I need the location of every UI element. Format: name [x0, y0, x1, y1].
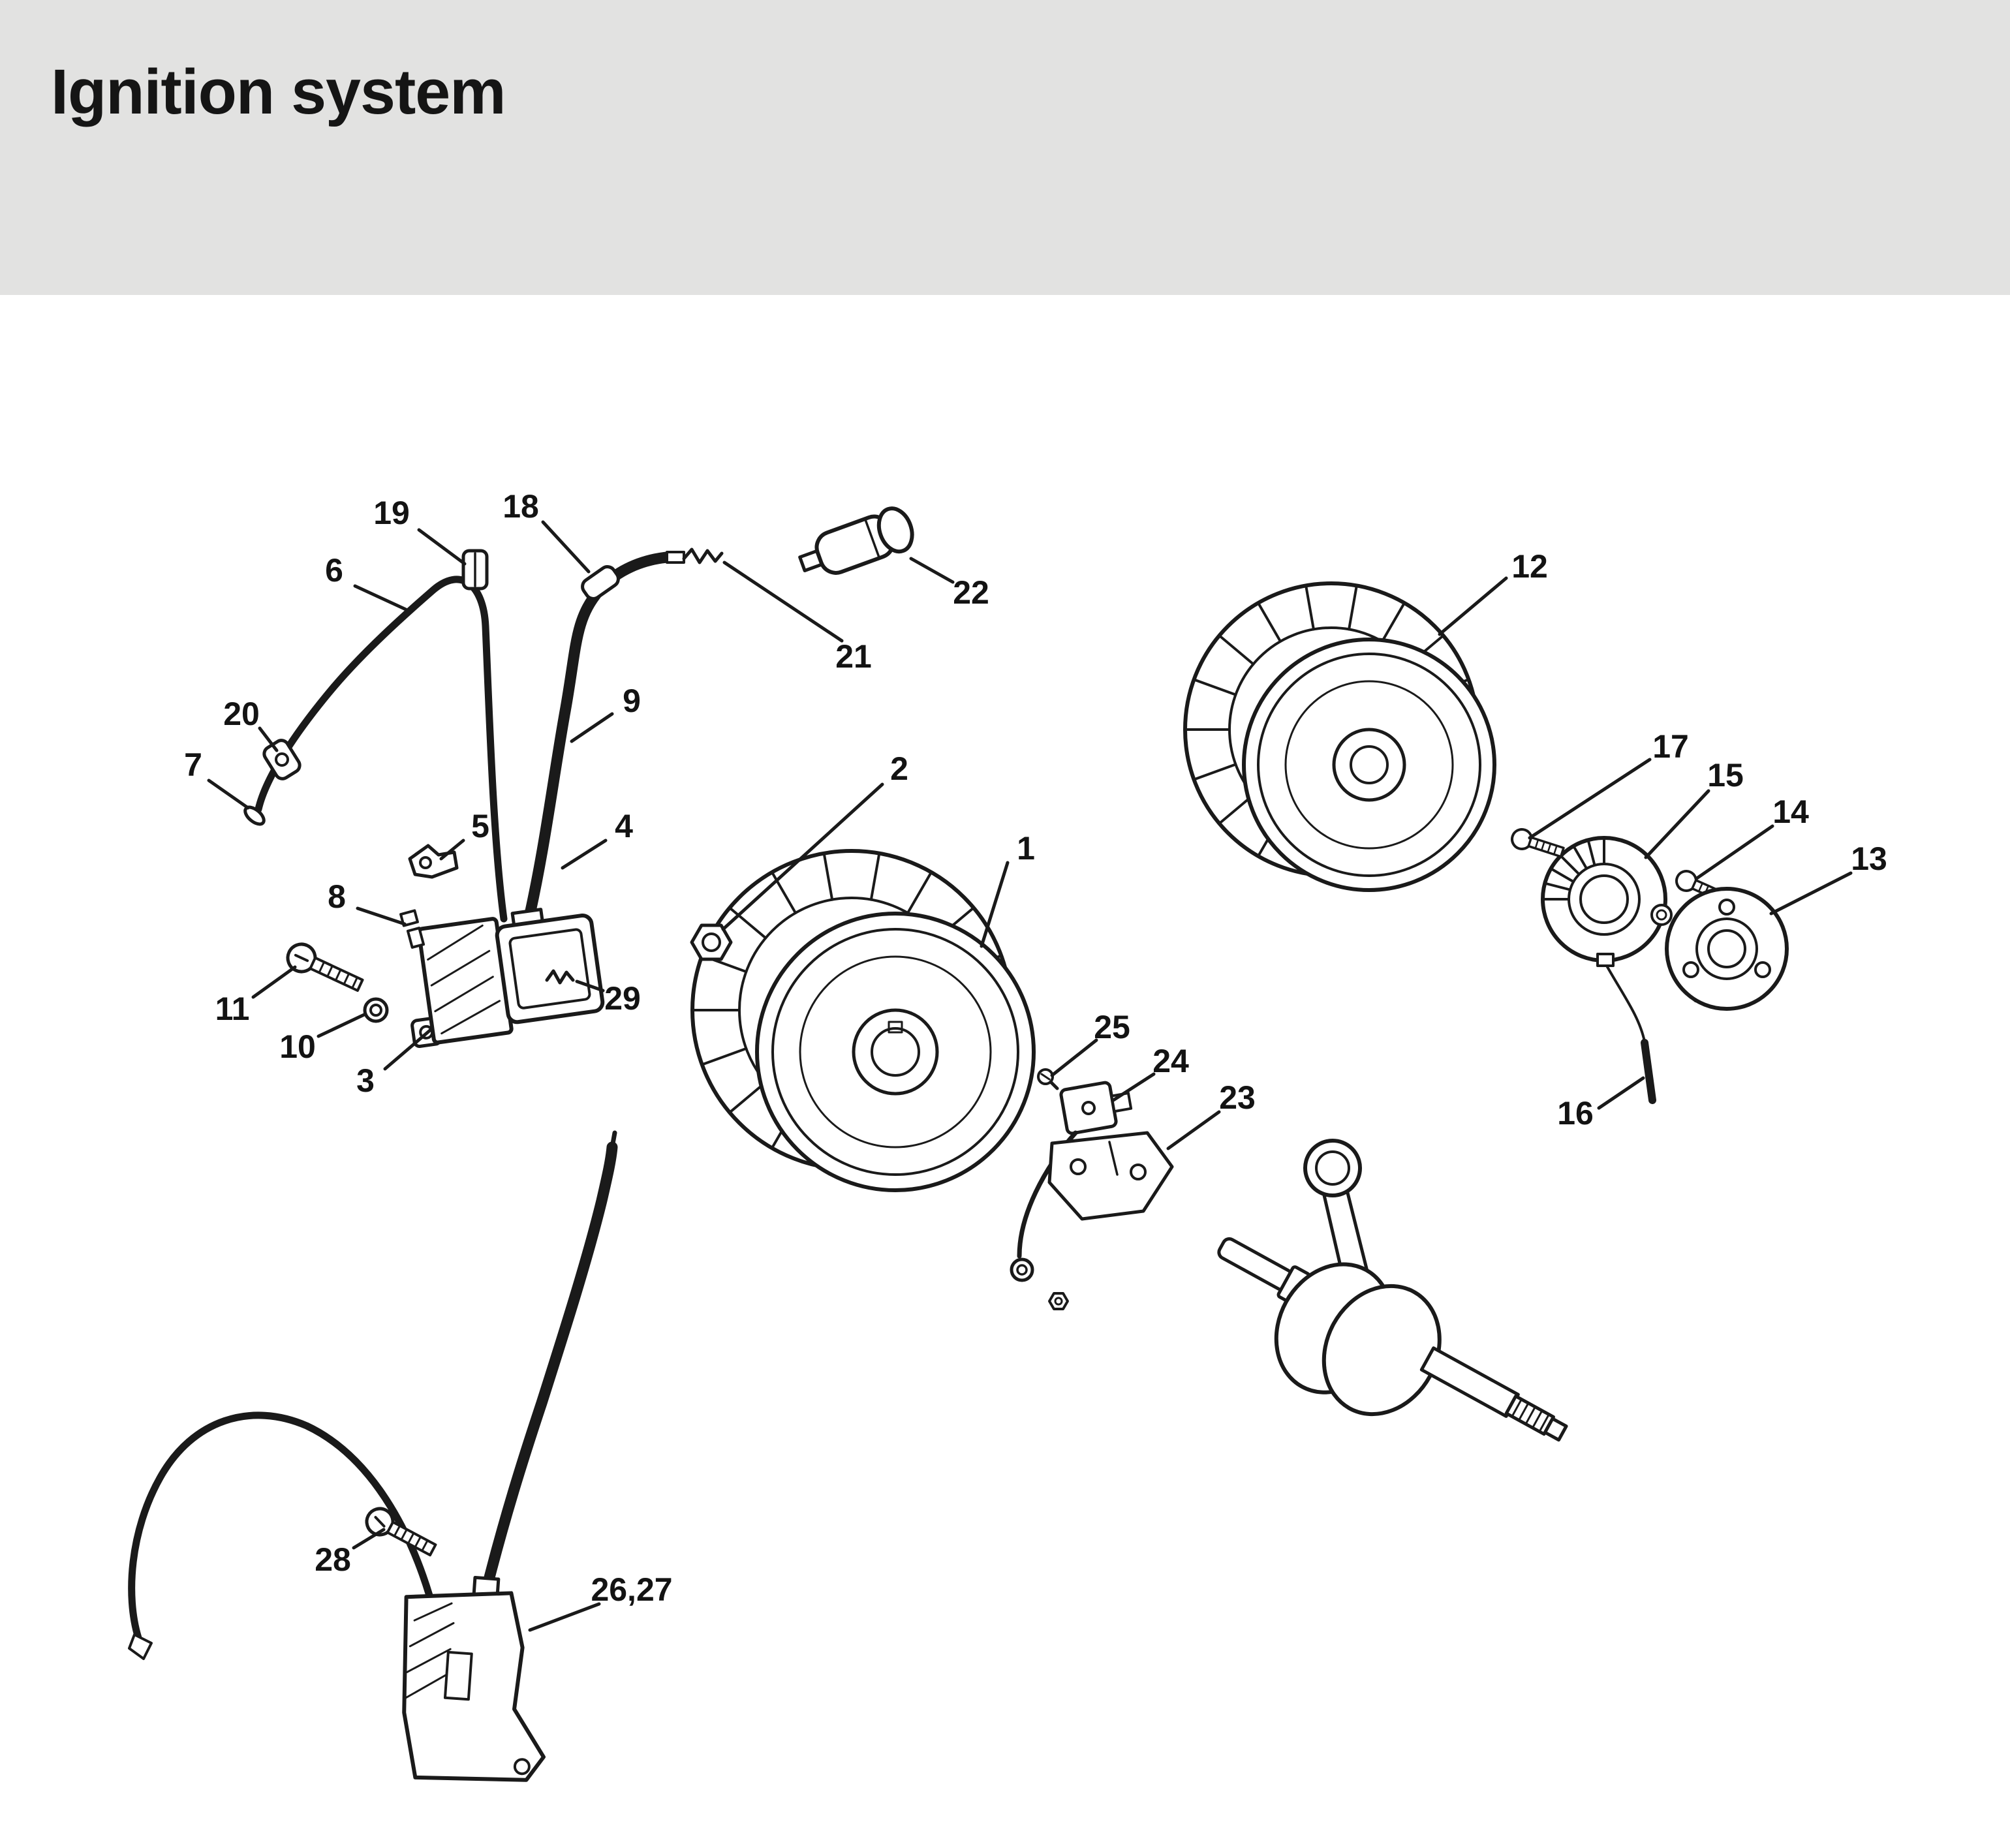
- wire-clip-drawing: [408, 844, 459, 879]
- leader-line-13: [1769, 871, 1853, 916]
- ht-wire-upper-drawing: [522, 551, 673, 929]
- ground-ring-terminal-drawing: [1010, 1257, 1034, 1282]
- leader-line-21: [722, 561, 844, 643]
- leader-line-17: [1528, 758, 1652, 840]
- armature-ring-drawing: [1541, 836, 1673, 967]
- leader-line-25: [1050, 1038, 1098, 1077]
- leader-line-15: [1644, 789, 1710, 859]
- washer-10-drawing: [363, 997, 389, 1023]
- trigger-screw-drawing: [1037, 1068, 1059, 1090]
- leader-line-26-27: [528, 1602, 601, 1632]
- terminal-spring-drawing: [666, 547, 724, 564]
- ht-wire-lower-drawing: [481, 1130, 618, 1594]
- leader-line-11: [251, 965, 297, 999]
- small-nut-drawing: [1048, 1292, 1069, 1310]
- page-title: Ignition system: [51, 56, 506, 127]
- ground-wire-lower-drawing: [128, 1411, 433, 1660]
- leader-line-29: [575, 979, 605, 993]
- leader-line-22: [909, 557, 955, 584]
- leader-line-8: [356, 906, 407, 926]
- leader-line-28: [352, 1528, 386, 1550]
- leader-line-2: [721, 782, 884, 931]
- leader-line-18: [541, 520, 591, 574]
- leader-line-9: [570, 712, 614, 743]
- wire-connector-drawing: [399, 909, 425, 949]
- screw-28-drawing: [365, 1507, 437, 1557]
- leader-line-14: [1695, 824, 1774, 880]
- leader-line-16: [1597, 1076, 1645, 1110]
- leader-line-4: [561, 839, 608, 870]
- leader-line-3: [383, 1028, 433, 1071]
- spring-rod-drawing: [1605, 964, 1656, 1104]
- flywheel-2-drawing: [1183, 581, 1496, 892]
- mounting-screw-17-drawing: [1511, 828, 1565, 858]
- leader-line-5: [439, 839, 465, 861]
- trigger-module-drawing: [1059, 1081, 1133, 1135]
- wire-clamp-drawing: [461, 549, 489, 591]
- leader-line-20: [258, 726, 279, 752]
- leader-line-10: [317, 1012, 367, 1038]
- wire-guide-drawing: [581, 565, 620, 600]
- leader-line-19: [417, 528, 467, 566]
- leader-line-1: [980, 861, 1010, 948]
- flywheel-drawing: [690, 849, 1036, 1192]
- connecting-rod-drawing: [1303, 1139, 1370, 1285]
- wire-eyelet-drawing: [243, 805, 266, 826]
- grommet-drawing: [262, 739, 302, 780]
- ignition-coil-lower-drawing: [402, 1576, 546, 1782]
- ignition-coil-upper-drawing: [410, 908, 605, 1048]
- leader-line-12: [1438, 576, 1508, 636]
- leader-line-7: [207, 778, 250, 810]
- leader-line-24: [1111, 1072, 1156, 1102]
- screw-11-drawing: [286, 942, 364, 992]
- coil-spring-contact-drawing: [545, 969, 575, 985]
- cover-plate-drawing: [1665, 887, 1789, 1011]
- short-circuit-wire-drawing: [255, 576, 508, 923]
- leader-lines: [207, 520, 1853, 1632]
- header-band: [0, 0, 2010, 295]
- crankshaft-drawing: [1217, 1237, 1568, 1442]
- leader-line-23: [1166, 1110, 1221, 1150]
- spark-plug-boot-drawing: [798, 506, 914, 575]
- trigger-bracket-drawing: [1017, 1130, 1174, 1259]
- hex-nut-drawing: [690, 923, 733, 961]
- leader-line-6: [353, 584, 408, 611]
